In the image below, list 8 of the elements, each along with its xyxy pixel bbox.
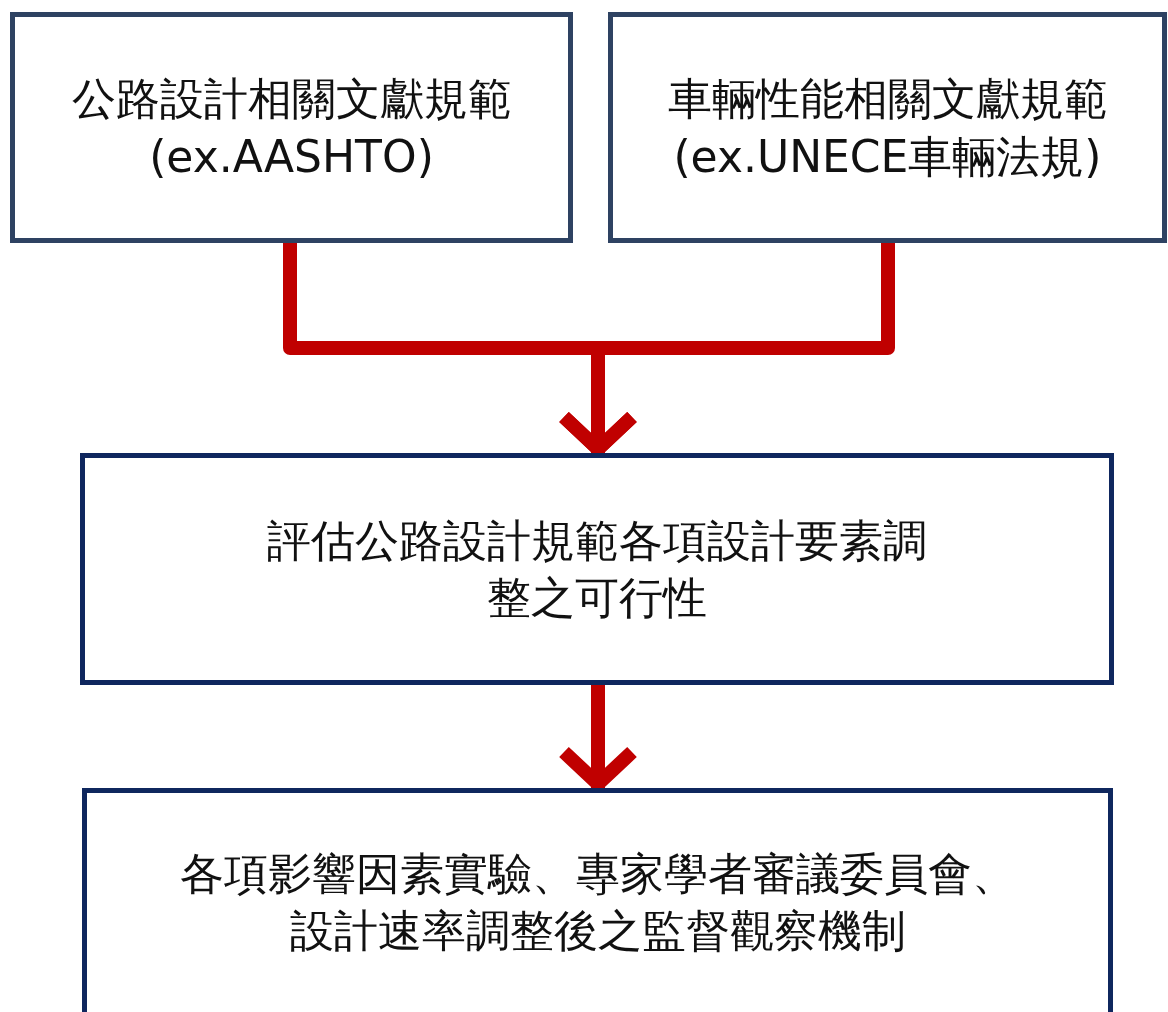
process-box [10,12,573,243]
process-box [80,453,1114,685]
process-box [608,12,1167,243]
box-text: 評估公路設計規範各項設計要素調整之可行性 [267,513,927,625]
box-text: 公路設計相關文獻規範 (ex.AASHTO) [70,72,513,184]
box-text: 車輛性能相關文獻規範 (ex.UNECE車輛法規) [666,72,1109,184]
process-box [82,788,1113,1012]
box-text: 各項影響因素實驗、專家學者審議委員會、設計速率調整後之監督觀察機制 [178,847,1017,959]
